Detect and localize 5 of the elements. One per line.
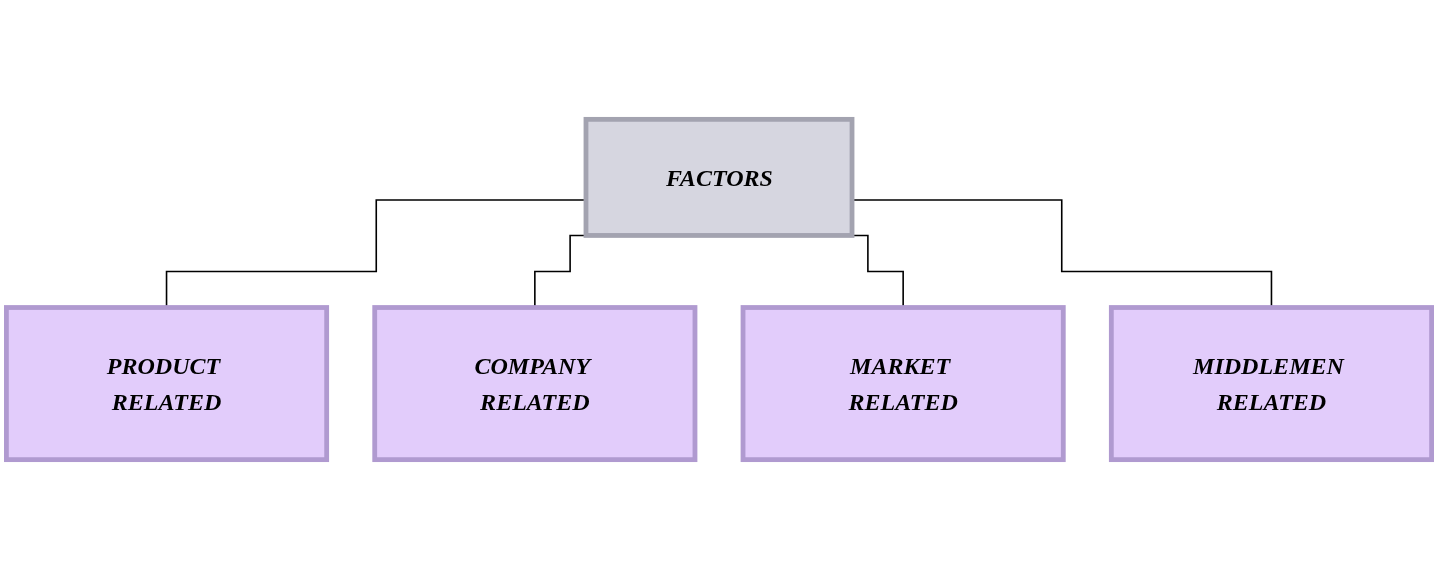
- node-box: MARKET RELATED: [740, 305, 1066, 463]
- node-box: PRODUCT RELATED: [4, 305, 330, 463]
- node-box: MIDDLEMEN RELATED: [1108, 305, 1434, 463]
- node-box: FACTORS: [583, 116, 855, 238]
- node-box: COMPANY RELATED: [372, 305, 698, 463]
